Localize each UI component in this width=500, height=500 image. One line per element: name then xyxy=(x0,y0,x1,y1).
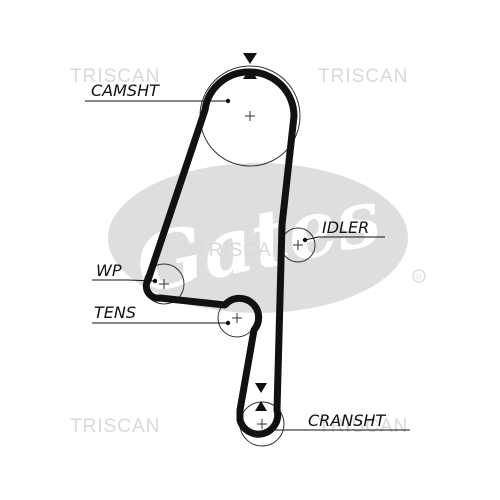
registered-mark-circle xyxy=(412,269,426,283)
crankshaft-timing-mark-icon xyxy=(255,383,267,411)
label-camshaft: CAMSHT xyxy=(91,81,160,100)
leader-crankshaft xyxy=(269,427,410,433)
leader-tensioner xyxy=(92,320,231,326)
label-crankshaft: CRANSHT xyxy=(308,411,386,430)
leader-camshaft xyxy=(85,98,231,104)
watermark-top-left: TRISCAN xyxy=(70,66,160,87)
leader-idler xyxy=(302,236,385,243)
label-tensioner: TENS xyxy=(94,303,136,322)
watermark-top-right: TRISCAN xyxy=(318,66,408,87)
watermark-bottom-right: TRISCAN xyxy=(318,416,408,437)
gates-logo-oval xyxy=(108,163,408,313)
label-water-pump: WP xyxy=(96,261,122,280)
label-idler: IDLER xyxy=(322,218,369,237)
camshaft-pulley xyxy=(199,65,301,167)
gates-logo-watermark: Gates R xyxy=(108,163,426,313)
timing-belt xyxy=(142,68,298,438)
registered-mark: R xyxy=(416,273,422,282)
leader-water-pump xyxy=(92,278,158,284)
camshaft-timing-mark-icon xyxy=(243,53,257,79)
watermark-bottom-left: TRISCAN xyxy=(70,416,160,437)
watermark-center: TRISCAN xyxy=(196,240,286,261)
